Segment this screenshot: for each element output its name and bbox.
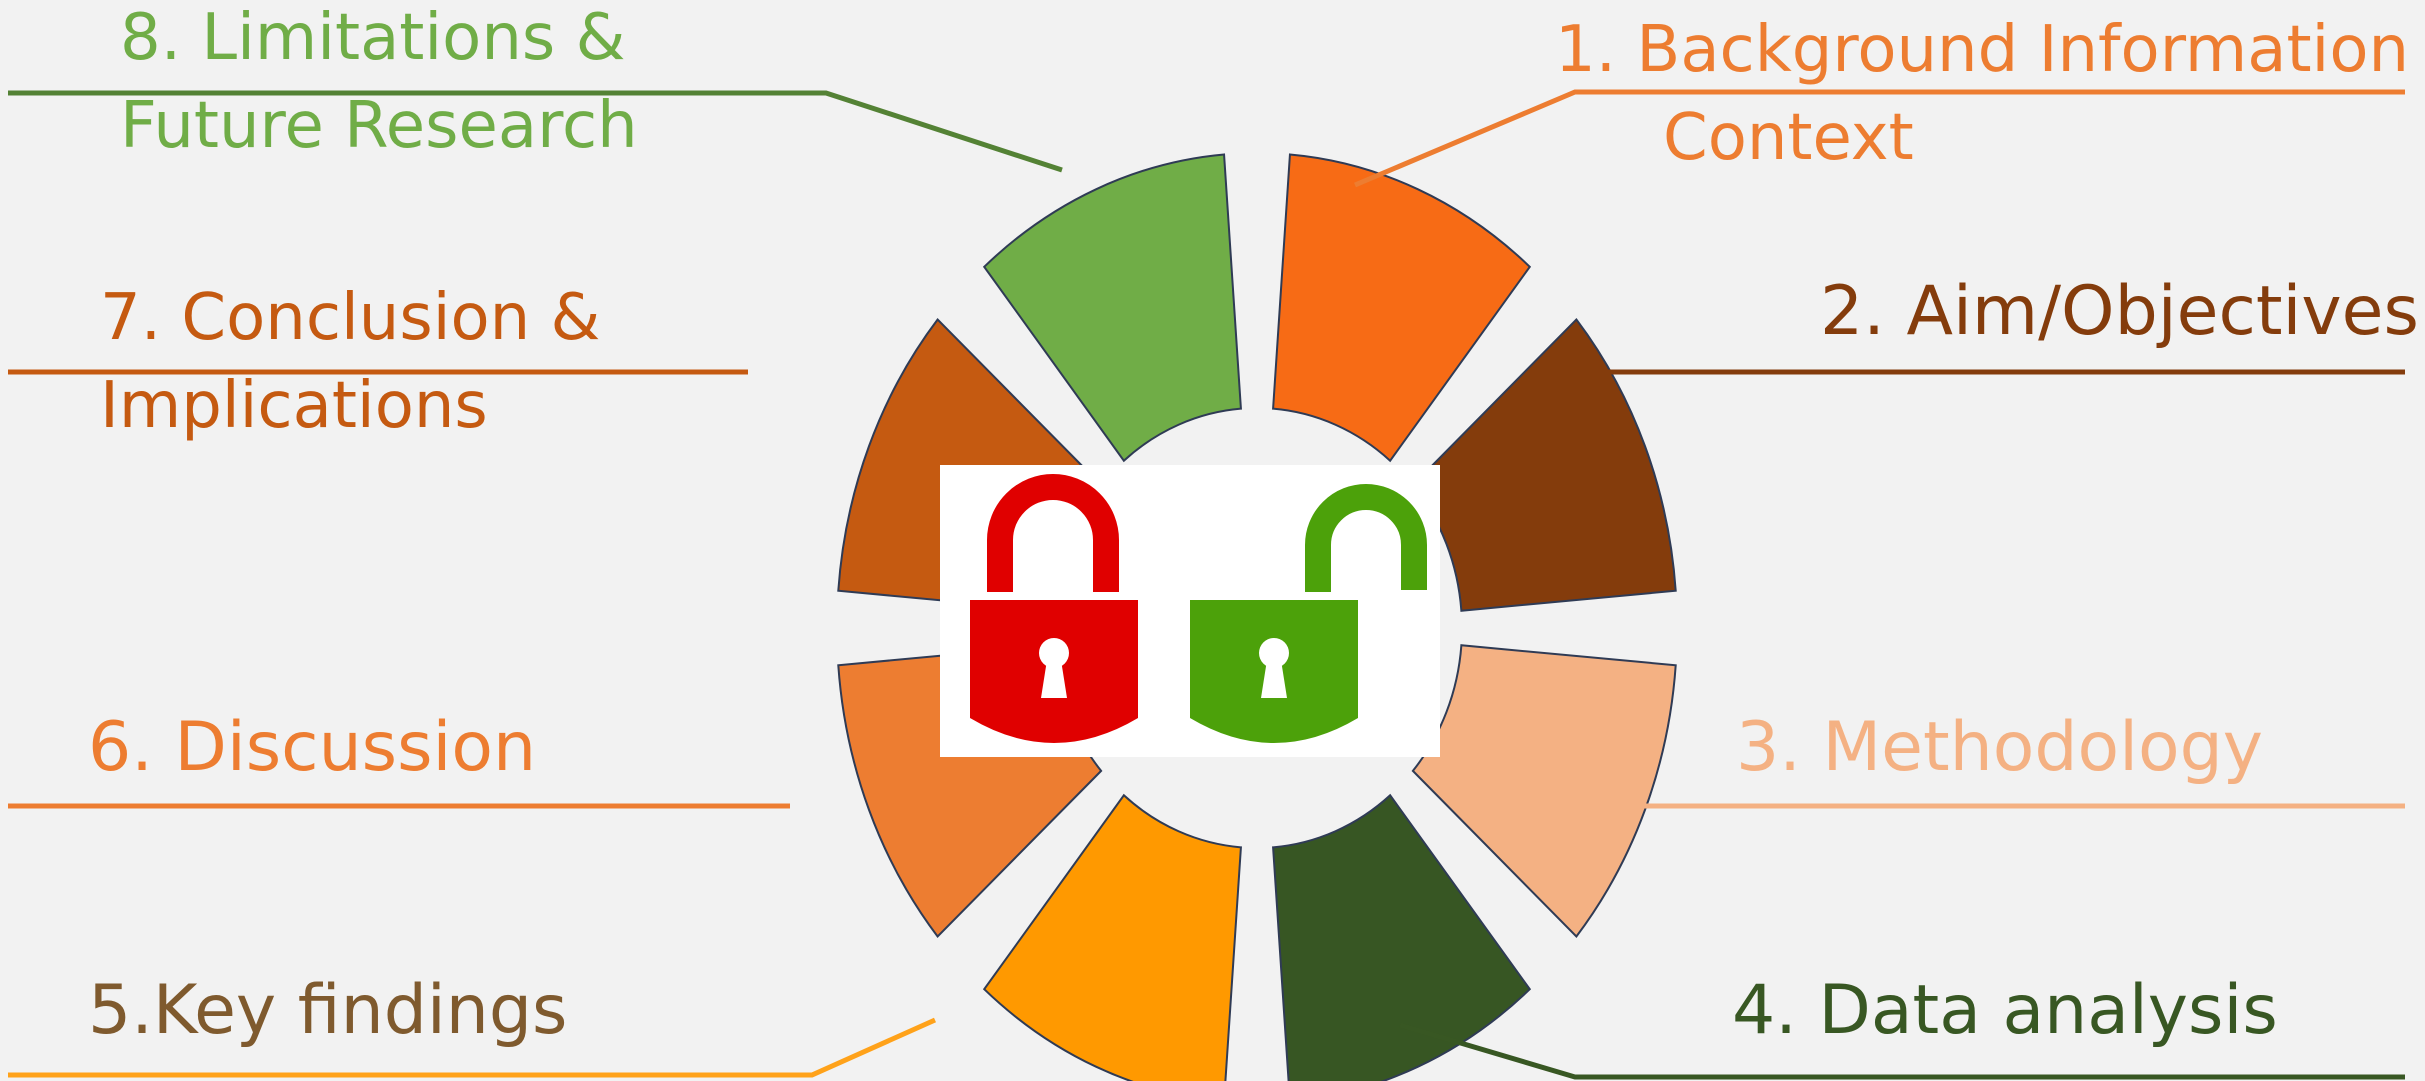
stage-5-label: 5.Key findings: [88, 971, 568, 1050]
stage-8-label: 8. Limitations & Future Research: [120, 0, 638, 170]
ring-segment-1: [1272, 153, 1532, 463]
connector-lines: [8, 89, 2405, 1080]
locked-padlock-icon: [970, 474, 1138, 743]
ring-segment-3: [1411, 644, 1677, 939]
stage-3-label: 3. Methodology: [1736, 708, 2264, 787]
stage-1-label-line1: 1. Background Information /: [1555, 13, 2425, 87]
unlocked-padlock-icon: [1190, 484, 1427, 743]
stage-4-label: 4. Data analysis: [1732, 971, 2278, 1050]
connector-line-1: [1354, 89, 2405, 188]
stage-1-label-line2: Context: [1663, 101, 1914, 175]
stage-7-label-line2: Implications: [100, 369, 488, 443]
stage-2-label: 2. Aim/Objectives: [1820, 272, 2419, 351]
connector-line-5: [8, 1017, 937, 1078]
stage-7-label-line1: 7. Conclusion &: [100, 281, 601, 355]
stage-8-label-line1: 8. Limitations &: [120, 1, 626, 75]
ring-segment-5: [982, 793, 1242, 1081]
connector-line-8: [8, 90, 1063, 173]
ring-segment-4: [1272, 793, 1532, 1081]
stage-7-label: 7. Conclusion & Implications: [100, 274, 600, 450]
stage-1-label: 1. Background Information / Context: [1555, 6, 2425, 182]
ring-segment-8: [982, 153, 1242, 463]
connector-line-4: [1399, 1022, 2405, 1080]
stage-8-label-line2: Future Research: [120, 89, 638, 163]
stage-6-label: 6. Discussion: [88, 708, 537, 787]
